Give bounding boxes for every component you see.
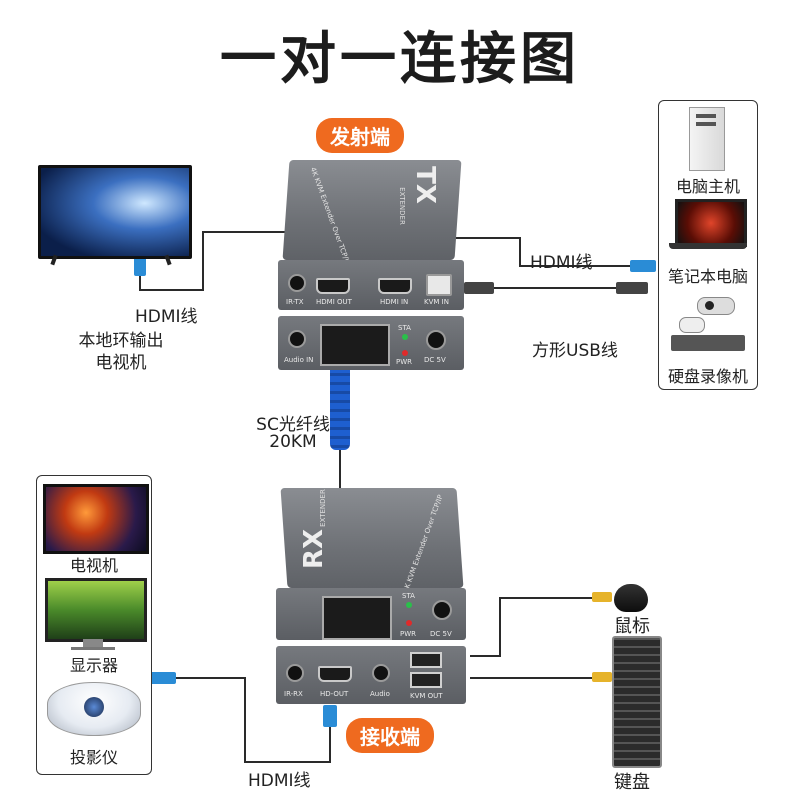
hdmi-in-port — [378, 278, 412, 294]
rx-sta-led — [406, 602, 412, 608]
hdmi-connector-rx — [323, 705, 337, 727]
tx-logo: TX — [409, 166, 440, 204]
audio-in-label: Audio IN — [284, 356, 314, 364]
sta-led — [402, 334, 408, 340]
desktop-pc-label: 电脑主机 — [675, 177, 740, 196]
ir-rx-port — [286, 664, 304, 682]
local-tv-label-2: 电视机 — [95, 353, 147, 373]
rx-audio-port — [372, 664, 390, 682]
laptop-image — [675, 199, 747, 247]
ir-rx-label: IR-RX — [284, 690, 303, 698]
usb-connector-right — [616, 282, 648, 294]
local-tv-label-1: 本地环输出 — [78, 331, 164, 351]
tx-sub-label: EXTENDER — [397, 187, 406, 225]
rx-sta-label: STA — [402, 592, 415, 600]
rx-hdmi-out-port — [318, 666, 352, 682]
fiber-label-2: 20KM — [269, 432, 317, 452]
hdmi-out-port — [316, 278, 350, 294]
rx-hdmi-out-label: HD-OUT — [320, 690, 349, 698]
sources-panel: 电脑主机 笔记本电脑 硬盘录像机 — [658, 100, 758, 390]
ir-tx-label: IR-TX — [286, 298, 304, 306]
hdmi-connector-display — [150, 672, 176, 684]
tv-image — [43, 484, 149, 554]
pwr-label: PWR — [396, 358, 413, 366]
usb-port-2 — [410, 672, 442, 688]
usb-port-1 — [410, 652, 442, 668]
hdmi-cable-label-right: HDMI线 — [530, 253, 593, 273]
hdmi-cable-label-left: HDMI线 — [135, 307, 198, 327]
displays-panel: 电视机 显示器 投影仪 — [36, 475, 152, 775]
mouse-label: 鼠标 — [614, 616, 650, 637]
local-tv — [38, 165, 192, 266]
usb-connector-keyboard — [592, 672, 612, 682]
projector-image — [47, 682, 141, 736]
keyboard-label: 键盘 — [614, 772, 650, 793]
rx-bottom-panel: IR-RX HD-OUT Audio KVM OUT — [276, 646, 466, 704]
tx-device: TX EXTENDER 4K KVM Extender Over TCP/IP … — [278, 160, 464, 370]
tx-front-panel: IR-TX HDMI OUT HDMI IN KVM IN — [278, 260, 464, 310]
keyboard-image — [612, 636, 662, 768]
sc-fiber-port-rx — [322, 596, 392, 640]
ir-tx-port — [288, 274, 306, 292]
monitor-label: 显示器 — [69, 656, 118, 675]
rx-dc-label: DC 5V — [430, 630, 452, 638]
hdmi-connector-tv — [134, 254, 146, 276]
rx-dc-in-port — [432, 600, 452, 620]
rx-front-panel: STA PWR DC 5V — [276, 588, 466, 640]
projector-label: 投影仪 — [69, 748, 118, 767]
rx-device: RX EXTENDER 4K KVM Extender Over TCP/IP … — [276, 488, 466, 708]
kvm-in-label: KVM IN — [424, 298, 449, 306]
sc-fiber-port — [320, 324, 390, 366]
audio-in-port — [288, 330, 306, 348]
hdmi-in-label: HDMI IN — [380, 298, 409, 306]
tv-label: 电视机 — [69, 556, 118, 575]
rx-sub-label: EXTENDER — [318, 489, 327, 527]
usb-connector-tx — [464, 282, 494, 294]
dc-label: DC 5V — [424, 356, 446, 364]
desktop-pc-image — [689, 107, 725, 171]
dvr-image — [669, 297, 747, 355]
sta-label: STA — [398, 324, 411, 332]
usb-cable-label: 方形USB线 — [532, 341, 618, 361]
rx-audio-label: Audio — [370, 690, 390, 698]
hdmi-connector-right — [630, 260, 656, 272]
laptop-label: 笔记本电脑 — [667, 267, 748, 286]
mouse-image — [614, 584, 648, 612]
hdmi-out-label: HDMI OUT — [316, 298, 352, 306]
fiber-label-1: SC光纤线 — [256, 415, 330, 435]
monitor-image — [45, 578, 147, 642]
dc-in-port — [426, 330, 446, 350]
rx-badge: 接收端 — [346, 718, 434, 753]
rx-pwr-led — [406, 620, 412, 626]
page-title: 一对一连接图 — [220, 27, 580, 92]
usb-connector-mouse — [592, 592, 612, 602]
hdmi-cable-label-bottom: HDMI线 — [248, 771, 311, 791]
kvm-in-port — [426, 274, 452, 296]
tx-badge: 发射端 — [316, 118, 404, 153]
rx-pwr-label: PWR — [400, 630, 417, 638]
dvr-label: 硬盘录像机 — [667, 367, 748, 386]
tx-bottom-panel: Audio IN STA PWR DC 5V — [278, 316, 464, 370]
rx-logo: RX — [299, 528, 330, 570]
kvm-out-label: KVM OUT — [410, 692, 443, 700]
pwr-led — [402, 350, 408, 356]
